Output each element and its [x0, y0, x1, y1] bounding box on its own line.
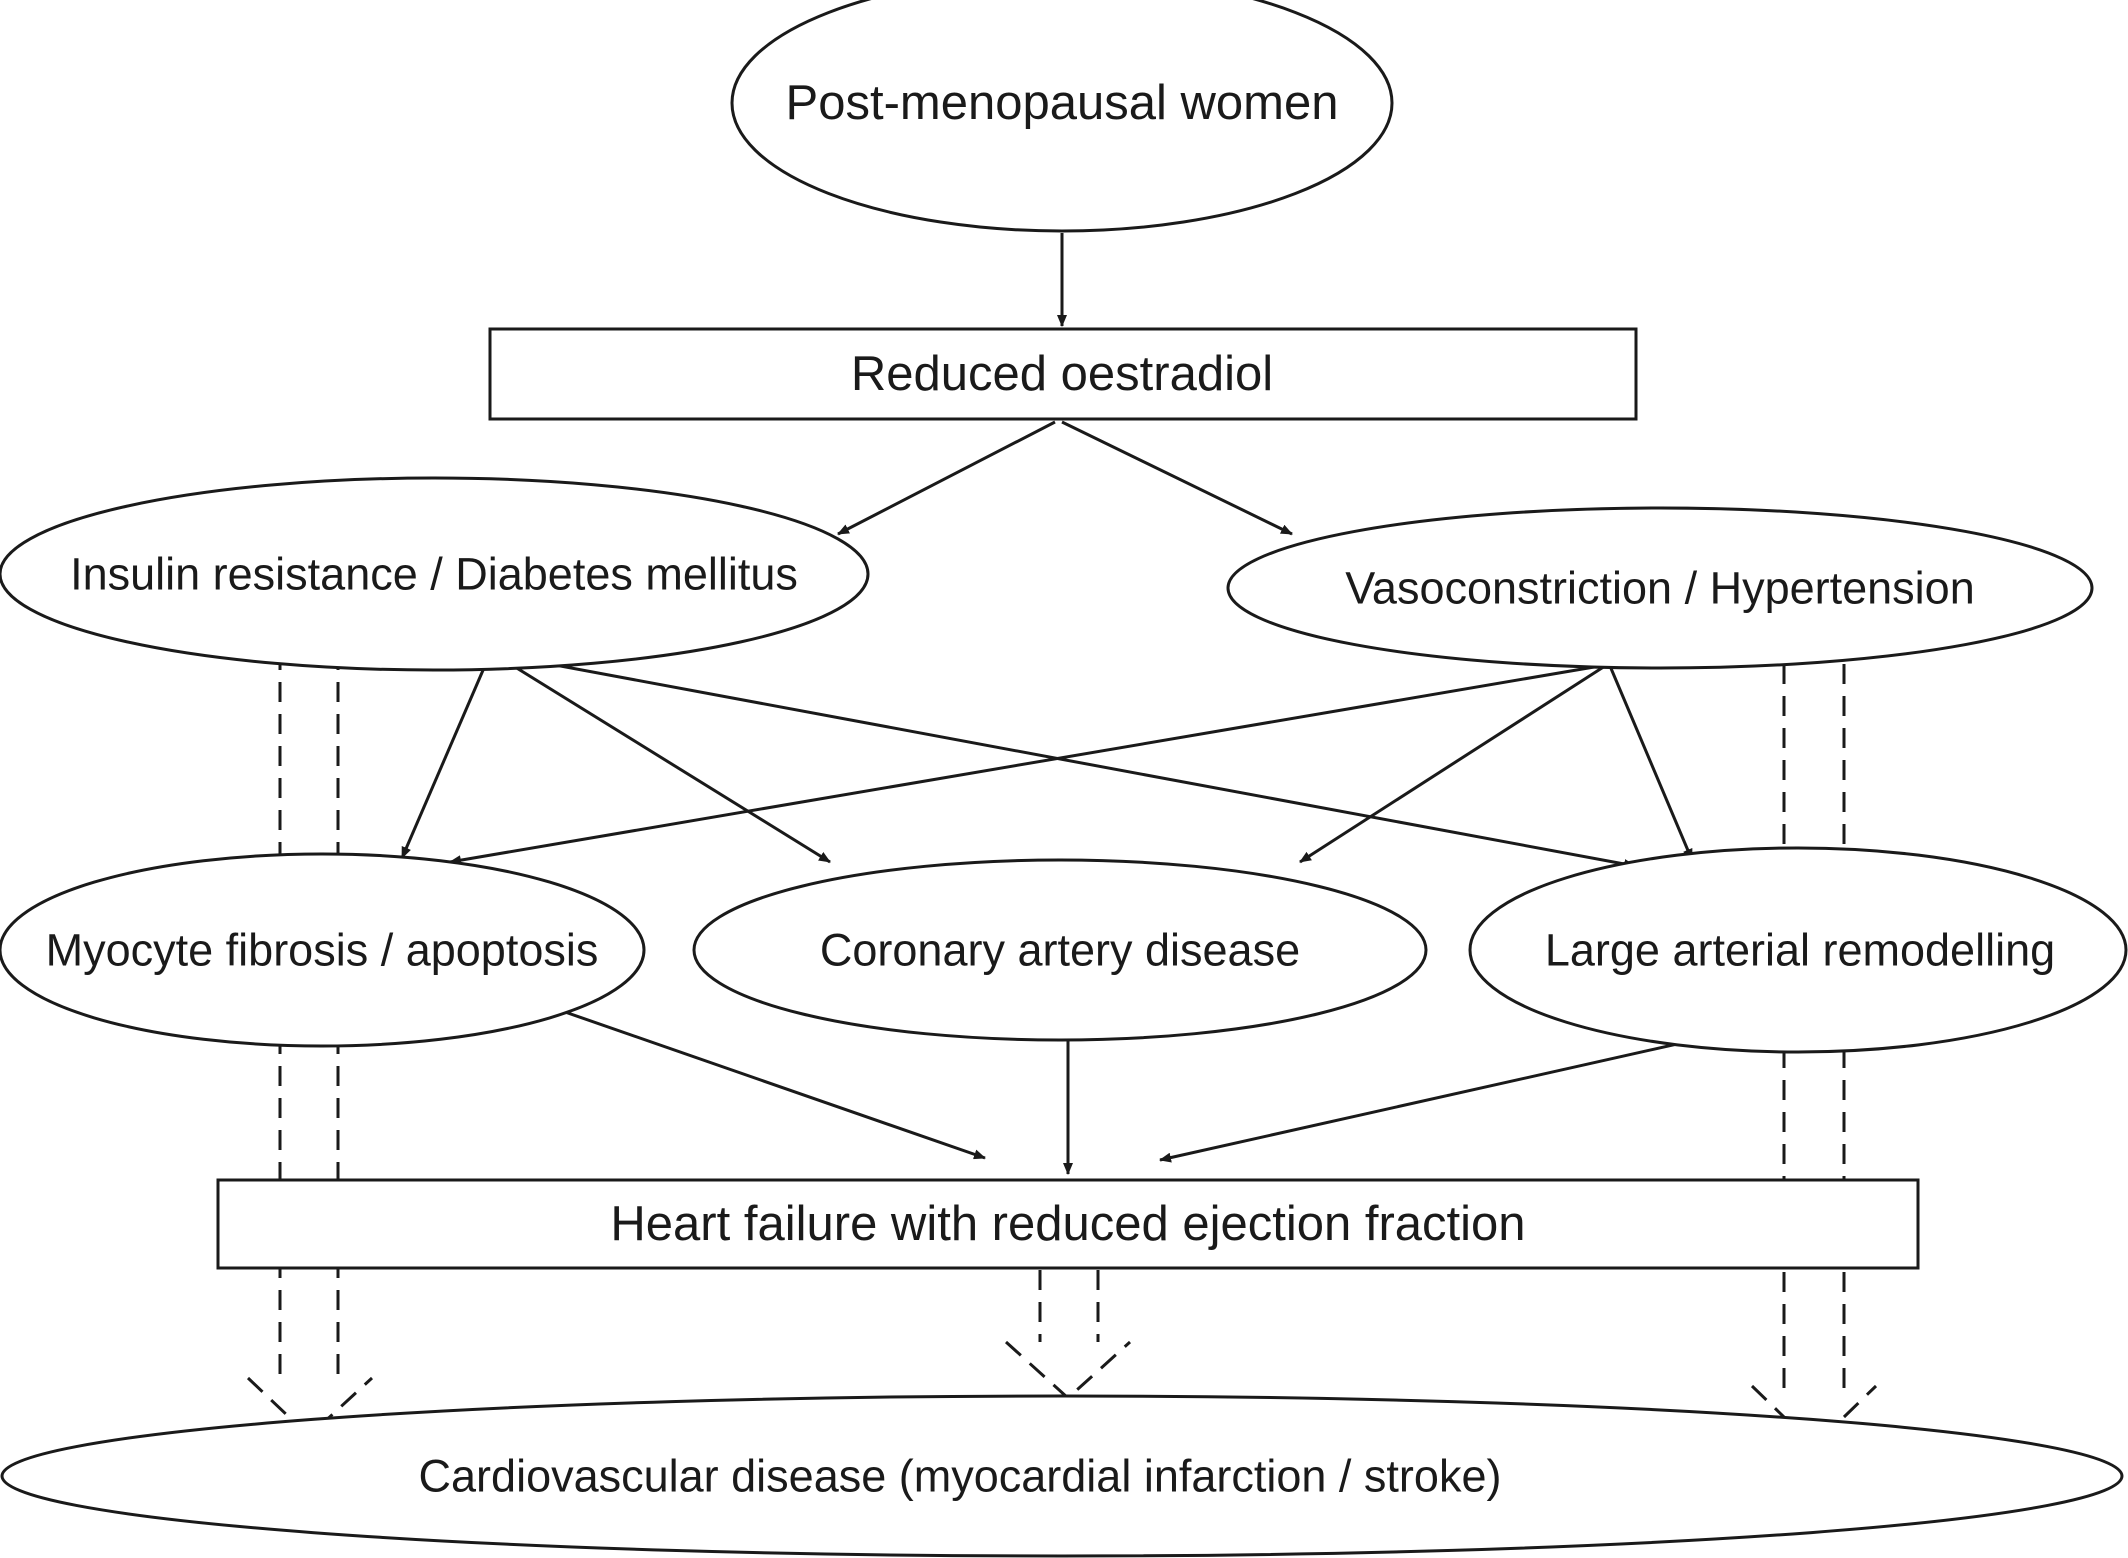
node-cardiovascular-disease: Cardiovascular disease (myocardial infar…: [0, 1394, 2124, 1558]
arrow-insulin-to-coronary: [493, 652, 831, 864]
label-coronary-artery-disease: Coronary artery disease: [820, 925, 1300, 976]
arrow-large-arterial-to-heart-failure: [1159, 1038, 1696, 1163]
arrow-oestradiol-to-insulin: [837, 420, 1056, 536]
label-reduced-oestradiol: Reduced oestradiol: [851, 347, 1273, 401]
dashed-center-head: [1004, 1340, 1132, 1401]
label-insulin-resistance: Insulin resistance / Diabetes mellitus: [70, 549, 798, 600]
arrow-insulin-to-myocyte: [400, 653, 492, 859]
dashed-right-head: [1750, 1384, 1878, 1449]
node-insulin-resistance: Insulin resistance / Diabetes mellitus: [0, 476, 870, 672]
node-post-menopausal-women: Post-menopausal women: [730, 0, 1394, 233]
label-post-menopausal-women: Post-menopausal women: [786, 76, 1339, 130]
label-heart-failure: Heart failure with reduced ejection frac…: [610, 1197, 1525, 1251]
node-coronary-artery-disease: Coronary artery disease: [692, 858, 1428, 1042]
node-large-arterial-remodelling: Large arterial remodelling: [1468, 846, 2128, 1054]
node-vasoconstriction: Vasoconstriction / Hypertension: [1226, 506, 2094, 670]
label-large-arterial-remodelling: Large arterial remodelling: [1545, 925, 2055, 976]
node-heart-failure: Heart failure with reduced ejection frac…: [216, 1178, 1920, 1270]
arrow-insulin-to-large-arterial: [495, 652, 1636, 869]
label-myocyte-fibrosis: Myocyte fibrosis / apoptosis: [46, 925, 599, 976]
node-myocyte-fibrosis: Myocyte fibrosis / apoptosis: [0, 852, 646, 1048]
arrow-myocyte-to-heart-failure: [564, 1010, 986, 1160]
arrow-oestradiol-to-vasoconstriction: [1061, 420, 1293, 536]
node-reduced-oestradiol: Reduced oestradiol: [488, 327, 1638, 421]
solid-arrows: [400, 233, 1696, 1175]
arrow-vasoconstriction-to-large-arterial: [1608, 665, 1694, 861]
arrow-vasoconstriction-to-coronary: [1299, 664, 1606, 864]
dashed-arrows: [246, 650, 1878, 1449]
label-cardiovascular-disease: Cardiovascular disease (myocardial infar…: [419, 1451, 1502, 1502]
arrow-vasoconstriction-to-myocyte: [449, 664, 1601, 866]
label-vasoconstriction: Vasoconstriction / Hypertension: [1345, 563, 1974, 614]
dashed-left-head: [246, 1376, 374, 1439]
